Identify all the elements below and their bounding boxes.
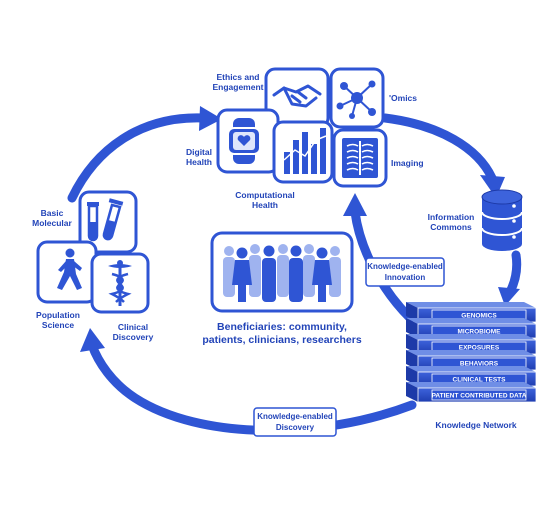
layer-side-face [406,366,418,386]
computational-health-line2: Health [252,200,278,210]
layer-label: MICROBIOME [458,328,502,335]
layer-side-face [406,318,418,338]
computational-health-line1: Computational [235,190,295,200]
layer-label: PATIENT CONTRIBUTED DATA [432,392,527,399]
caduceus-icon [108,260,132,306]
layer-top-face [406,366,536,372]
ribcage-icon [342,138,378,178]
beneficiaries-line1: Beneficiaries: community, [217,321,347,333]
smartwatch-icon [227,118,261,164]
beneficiaries-line2: patients, clinicians, researchers [202,334,361,346]
knowledge-discovery-line2: Discovery [276,423,315,432]
info-commons-line1: Information [428,212,475,222]
omics-box [329,67,385,129]
layer-top-face [406,318,536,324]
ethics-engagement-box [264,67,330,129]
clinical-discovery-box [90,252,150,314]
arc-arrow-bottom [87,340,417,435]
arc-arrow-top-left [67,113,210,203]
layer-label: GENOMICS [461,312,497,319]
arc-arrow-top-right [380,113,497,183]
info-commons-line2: Commons [430,222,472,232]
arc-arrowhead-innovation [343,193,367,216]
people-group-icon [223,244,341,302]
imaging-label: Imaging [391,158,424,168]
walking-person-icon [57,248,82,290]
omics-label: 'Omics [389,93,417,103]
bar-chart-icon [283,128,327,174]
clinical-discovery-line2: Discovery [113,332,154,342]
digital-health-line2: Health [186,157,212,167]
basic-molecular-box [78,190,138,254]
layer-side-face [406,382,418,402]
population-science-box [36,240,98,304]
network-icon [336,80,376,119]
digital-health-box [216,108,280,174]
population-science-line2: Science [42,320,74,330]
arc-arrow-right [505,250,522,297]
layer-label: EXPOSURES [459,344,500,351]
layer-top-face [406,302,536,308]
ethics-label-line2: Engagement [212,82,263,92]
test-tubes-icon [87,198,124,242]
layer-side-face [406,334,418,354]
arc-arrowhead-right [498,287,520,306]
knowledge-discovery-line1: Knowledge-enabled [257,412,333,421]
layer-label: BEHAVIORS [460,360,499,367]
layer-top-face [406,382,536,388]
arc-arrowhead-top-left [199,106,222,131]
layer-label-plate [431,389,527,401]
population-science-line1: Population [36,310,80,320]
basic-molecular-line2: Molecular [32,218,72,228]
knowledge-innovation-box: Knowledge-enabled Innovation [365,257,445,287]
arc-arrowhead-top-right [480,175,505,198]
basic-molecular-line1: Basic [41,208,64,218]
imaging-box [332,128,388,188]
knowledge-network-stack: GENOMICS MICROBIOME EXPOSURES BEHAVIORS CLIN… [406,302,537,403]
clinical-discovery-line1: Clinical [118,322,148,332]
layer-top-face [406,334,536,340]
layer-side-face [406,350,418,370]
beneficiaries-box [210,231,354,313]
computational-health-box [272,120,334,184]
knowledge-innovation-line1: Knowledge-enabled [367,262,443,271]
ethics-label-line1: Ethics and [217,72,260,82]
knowledge-network-label: Knowledge Network [435,420,517,430]
digital-health-line1: Digital [186,147,212,157]
layer-top-face [406,350,536,356]
layer-patient-contributed-data: PATIENT CONTRIBUTED DATA [406,382,537,403]
handshake-icon [272,84,322,108]
layer-side-face [406,302,418,322]
knowledge-innovation-line2: Innovation [385,273,426,282]
database-icon [481,189,523,251]
arc-arrowhead-bottom [80,328,105,352]
knowledge-discovery-box: Knowledge-enabled Discovery [253,407,337,437]
layer-label: CLINICAL TESTS [453,376,507,383]
